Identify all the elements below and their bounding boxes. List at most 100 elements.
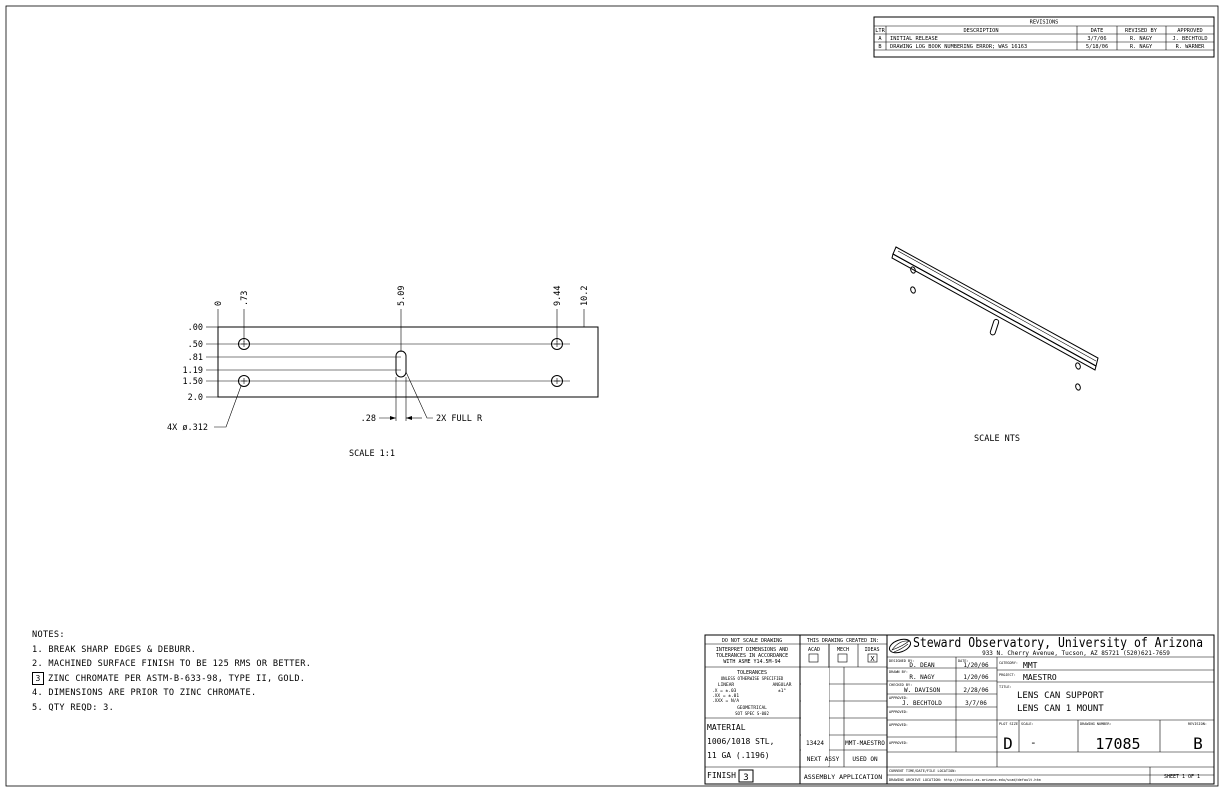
note-3: ZINC CHROMATE PER ASTM-B-633-98, TYPE II… [48,673,306,684]
front-view: 0 .73 5.09 9.44 10.2 .00 .50 .81 1.19 1.… [167,286,599,459]
tol-linear: LINEAR [718,682,735,688]
iso-view-scale: SCALE NTS [974,434,1020,444]
y-dim-119: 1.19 [183,366,203,376]
note-3-row: 3 ZINC CHROMATE PER ASTM-B-633-98, TYPE I… [32,671,311,687]
part-outline [217,326,599,398]
note-4: 4. DIMENSIONS ARE PRIOR TO ZINC CHROMATE… [32,688,257,699]
slot-width-dim: .28 [361,414,376,424]
approved-label-2: APPROVED: [889,710,908,714]
used-on-value: MMT-MAESTRO [845,740,885,747]
rev-a-revised-by: R. NAGY [1130,36,1153,42]
x-dim-0: 0 [214,301,224,306]
x-dim-944: 9.44 [553,286,563,306]
cad-ideas: IDEAS [864,647,879,653]
designed-by-label: DESIGNED BY: [889,659,914,663]
approved-date: 3/7/06 [965,700,987,707]
designed-date: 1/20/06 [963,662,989,669]
plot-size: D [1003,734,1013,753]
tol-x: .X = ±.03 [712,688,737,694]
current-time-label: CURRENT TIME/DATE/FILE LOCATION: [889,769,956,773]
steward-logo [888,638,912,654]
slot [395,350,407,378]
approved-label-3: APPROVED: [889,723,908,727]
rev-header-description: DESCRIPTION [963,28,998,34]
material-label: MATERIAL [707,723,746,732]
created-in-label: THIS DRAWING CREATED IN: [807,638,879,644]
title-label: TITLE: [999,685,1012,689]
rev-b-description: DRAWING LOG BOOK NUMBERING ERROR; WAS 16… [890,44,1027,50]
drawn-date: 1/20/06 [963,674,989,681]
front-view-scale: SCALE 1:1 [349,449,395,459]
checked-by: W. DAVISON [904,687,941,694]
note-5: 5. QTY REQD: 3. [32,702,115,713]
tol-xx: .XX = ±.01 [712,693,739,699]
hole [238,338,250,350]
hole-callout: 4X ø.312 [167,423,208,433]
cad-acad-checkbox [808,653,819,663]
project: MAESTRO [1023,673,1057,682]
std-spec: SOT SPEC S-002 [735,711,769,716]
do-not-scale: DO NOT SCALE DRAWING [722,638,782,644]
title-block: DO NOT SCALE DRAWING INTERPRET DIMENSION… [704,634,1215,785]
interpret-line-2: TOLERANCES IN ACCORDANCE [716,653,788,659]
tol-ang: ±1° [778,688,786,694]
approved-label-1: APPROVED: [889,696,908,700]
sheet-number: SHEET 1 OF 1 [1164,774,1200,780]
y-dim-20: 2.0 [188,393,203,403]
hole [551,338,563,350]
rev-header-revised-by: REVISED BY [1125,28,1158,34]
rev-a-ltr: A [878,36,882,42]
notes-block: NOTES: 1. BREAK SHARP EDGES & DEBURR. 2.… [32,628,311,716]
approved-label-4: APPROVED: [889,741,908,745]
x-dim-073: .73 [240,291,250,306]
y-dim-000: .00 [188,323,203,333]
archive-label: DRAWING ARCHIVE LOCATION: http://devinci… [889,778,1041,782]
category: MMT [1023,661,1038,670]
finish-label: FINISH [707,771,736,780]
rev-header-ltr: LTR [875,28,885,34]
rev-b-ltr: B [878,44,881,50]
y-dim-081: .81 [188,353,203,363]
designed-by: D. DEAN [909,662,935,669]
cad-mech-checkbox [837,653,848,663]
isometric-view: SCALE NTS [891,246,1099,444]
cad-ideas-check: X [870,655,875,663]
cad-acad: ACAD [808,647,820,653]
hole [551,375,563,387]
note-1: 1. BREAK SHARP EDGES & DEBURR. [32,644,197,655]
y-dim-150: 1.50 [183,377,203,387]
note-flag-box: 3 [32,671,44,685]
cad-mech: MECH [837,647,849,653]
date-label: DATE: [958,659,969,663]
project-label: PROJECT: [999,673,1016,677]
category-label: CATEGORY: [999,661,1018,665]
sheet-border [5,5,1219,787]
rev-a-description: INITIAL RELEASE [890,36,938,42]
plot-size-label: PLOT SIZE [999,722,1018,726]
y-dim-050: .50 [188,340,203,350]
interpret-line-1: INTERPRET DIMENSIONS AND [716,647,788,653]
x-dim-509: 5.09 [397,286,407,306]
cad-ideas-checkbox [867,653,878,663]
tol-angular: ANGULAR [773,682,792,688]
x-dim-102: 10.2 [580,286,590,306]
next-assy-label: NEXT ASSY [807,756,840,763]
drawn-by: R. NAGY [909,674,935,681]
title-line-2: LENS CAN 1 MOUNT [1017,704,1104,714]
approved-by: J. BECHTOLD [902,700,942,707]
rev-a-approved: J. BECHTOLD [1172,36,1207,42]
assembly-application: ASSEMBLY APPLICATION [804,773,882,781]
org-address: 933 N. Cherry Avenue, Tucson, AZ 85721 (… [982,650,1170,657]
scale-value: - [1030,736,1037,749]
tolerances-title: TOLERANCES [737,670,767,676]
rev-b-date: 5/18/06 [1086,44,1108,50]
hole [238,375,250,387]
interpret-line-3: WITH ASME Y14.5M-94 [723,659,780,665]
geometrical: GEOMETRICAL [737,705,767,711]
drawing-number-label: DRAWING NUMBER: [1080,722,1112,726]
material-line-2: 11 GA (.1196) [707,751,770,760]
drawn-by-label: DRAWN BY: [889,670,908,674]
revision: B [1193,734,1203,753]
notes-title: NOTES: [32,630,65,640]
tolerances-sub: UNLESS OTHERWISE SPECIFIED [721,676,784,681]
